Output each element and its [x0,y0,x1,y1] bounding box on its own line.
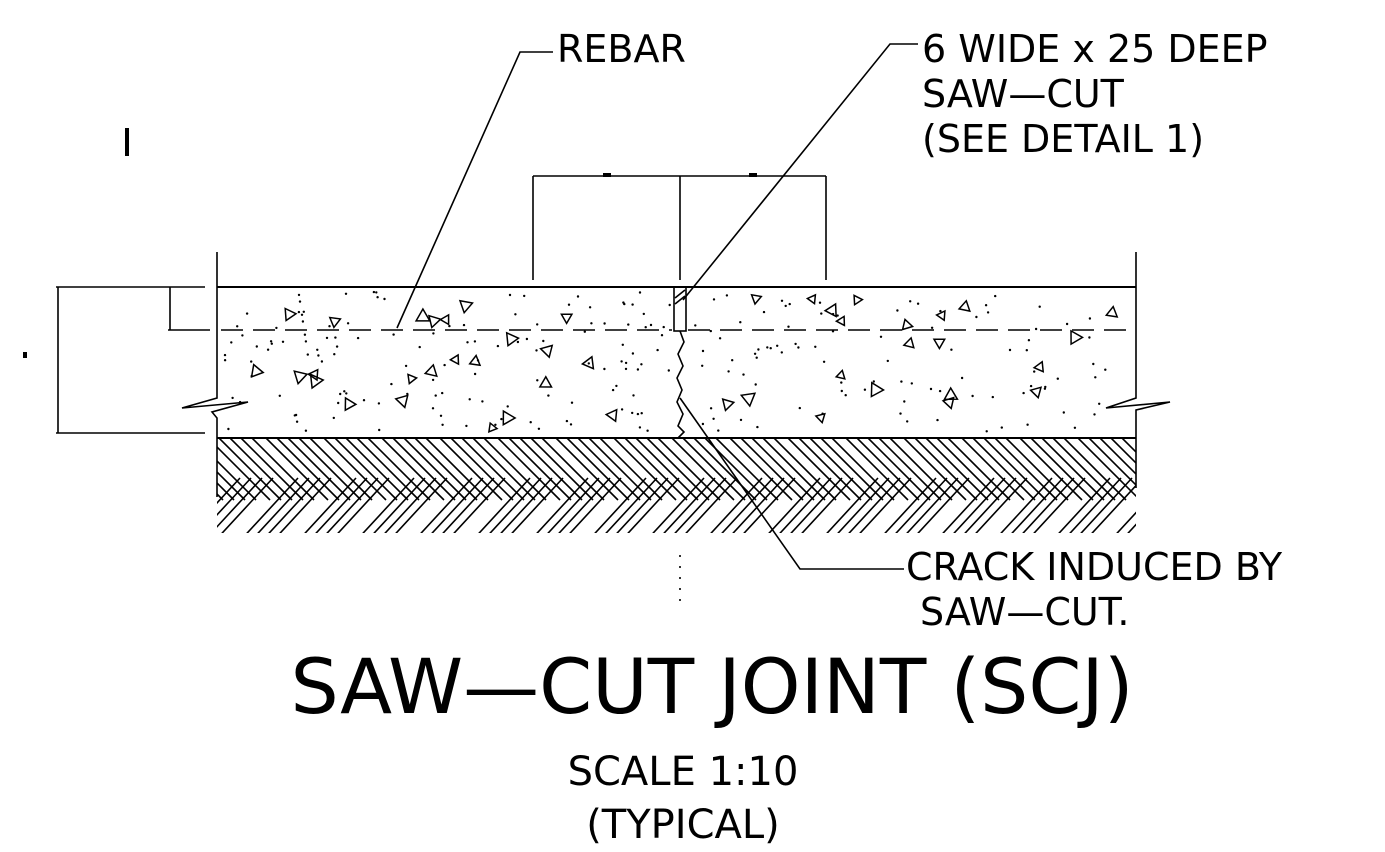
drawing-scale: SCALE 1:10 [568,749,799,795]
concrete-aggregate-stipple [223,290,1119,433]
crack-leader [679,397,904,570]
saw-cut-label: SAW—CUT [922,72,1125,116]
slab-thickness-dimension [23,128,210,434]
leader-lines [396,43,918,605]
induced-crack [676,330,686,439]
subgrade-hatch [217,438,1136,533]
saw-cut-groove [673,286,687,332]
concrete-slab [181,252,1171,497]
rebar-leader [396,51,553,329]
right-break-line [1105,252,1171,488]
crack-induced-label: CRACK INDUCED BY [906,545,1283,589]
saw-cut-spacing-dimension [532,173,827,280]
drawing-note: (TYPICAL) [586,802,780,848]
left-break-line [181,252,249,497]
rebar-label: REBAR [557,27,686,71]
saw-cut-leader [682,43,918,301]
drawing-title: SAW—CUT JOINT (SCJ) [290,642,1133,731]
crack-saw-cut-label: SAW—CUT. [920,590,1129,634]
saw-cut-dimension-label: 6 WIDE x 25 DEEP [922,27,1268,71]
see-detail-label: (SEE DETAIL 1) [922,117,1204,161]
